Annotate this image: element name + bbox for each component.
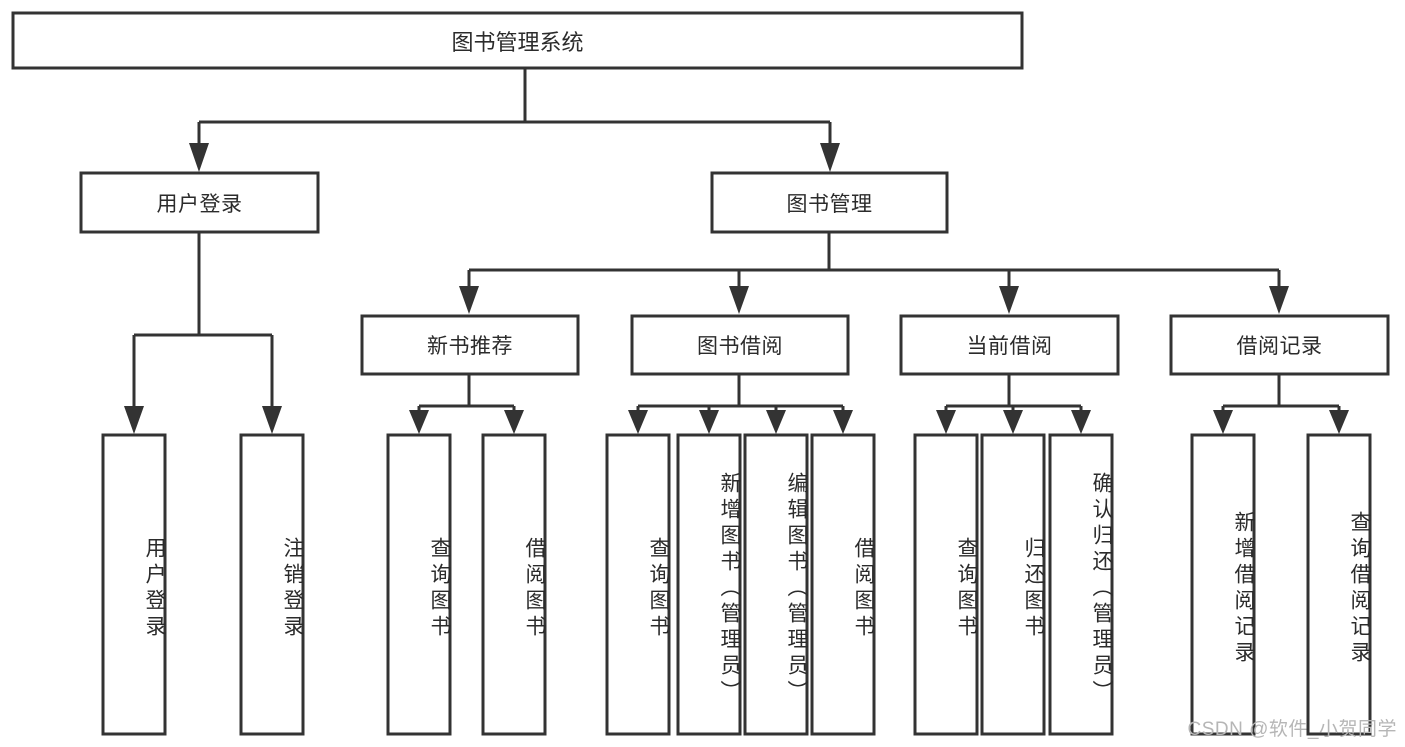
arrow-to-user-login [189,143,209,172]
arrow-to-leaf-logout-login [262,406,282,434]
box-book-borrow[interactable] [630,314,850,376]
box-book-management[interactable] [710,171,949,234]
box-borrow-record[interactable] [1169,314,1390,376]
box-leaf-query-book-borrow[interactable] [605,433,671,736]
arrow-to-leaf-query-book-current [936,410,956,434]
connectors-bookborrow-to-leaves [628,374,853,434]
box-leaf-borrow-book-recommend[interactable] [481,433,547,736]
arrow-to-leaf-borrow-book [833,410,853,434]
connectors-recommend-to-leaves [409,374,524,434]
box-leaf-user-login[interactable] [101,433,167,736]
box-leaf-add-borrow-record[interactable] [1190,433,1256,736]
box-new-book-recommend[interactable] [360,314,580,376]
arrow-to-leaf-query-book-recommend [409,410,429,434]
box-leaf-borrow-book[interactable] [810,433,876,736]
arrow-to-leaf-confirm-return-admin [1071,410,1091,434]
connectors-currentborrow-to-leaves [936,374,1091,434]
node-boxes [11,11,1390,736]
arrow-to-borrow-record [1269,286,1289,314]
arrow-to-leaf-query-borrow-record [1329,410,1349,434]
arrow-to-leaf-query-book-borrow [628,410,648,434]
arrow-to-leaf-return-book [1003,410,1023,434]
box-leaf-logout-login[interactable] [239,433,305,736]
arrow-to-book-borrow [729,286,749,314]
connectors-borrowrecord-to-leaves [1213,374,1349,434]
box-root-system[interactable] [11,11,1024,70]
box-leaf-return-book[interactable] [980,433,1046,736]
box-user-login[interactable] [79,171,320,234]
box-leaf-confirm-return-admin[interactable] [1048,433,1114,736]
box-leaf-query-book-recommend[interactable] [386,433,452,736]
box-leaf-edit-book-admin[interactable] [743,433,809,736]
connectors-root-to-level1 [189,68,840,172]
box-current-borrow[interactable] [899,314,1120,376]
arrow-to-leaf-edit-book-admin [766,410,786,434]
arrow-to-leaf-add-borrow-record [1213,410,1233,434]
box-leaf-query-book-current[interactable] [913,433,979,736]
box-leaf-query-borrow-record[interactable] [1306,433,1372,736]
arrow-to-new-book-recommend [459,286,479,314]
connectors-userlogin-to-leaves [124,232,282,434]
arrow-to-current-borrow [999,286,1019,314]
box-leaf-add-book-admin[interactable] [676,433,742,736]
arrow-to-leaf-user-login [124,406,144,434]
arrow-to-book-management [820,143,840,172]
arrow-to-leaf-borrow-book-recommend [504,410,524,434]
connectors-bookmgmt-to-level2 [459,232,1289,314]
arrow-to-leaf-add-book-admin [699,410,719,434]
csdn-watermark: CSDN @软件_小贺同学 [1187,719,1397,740]
